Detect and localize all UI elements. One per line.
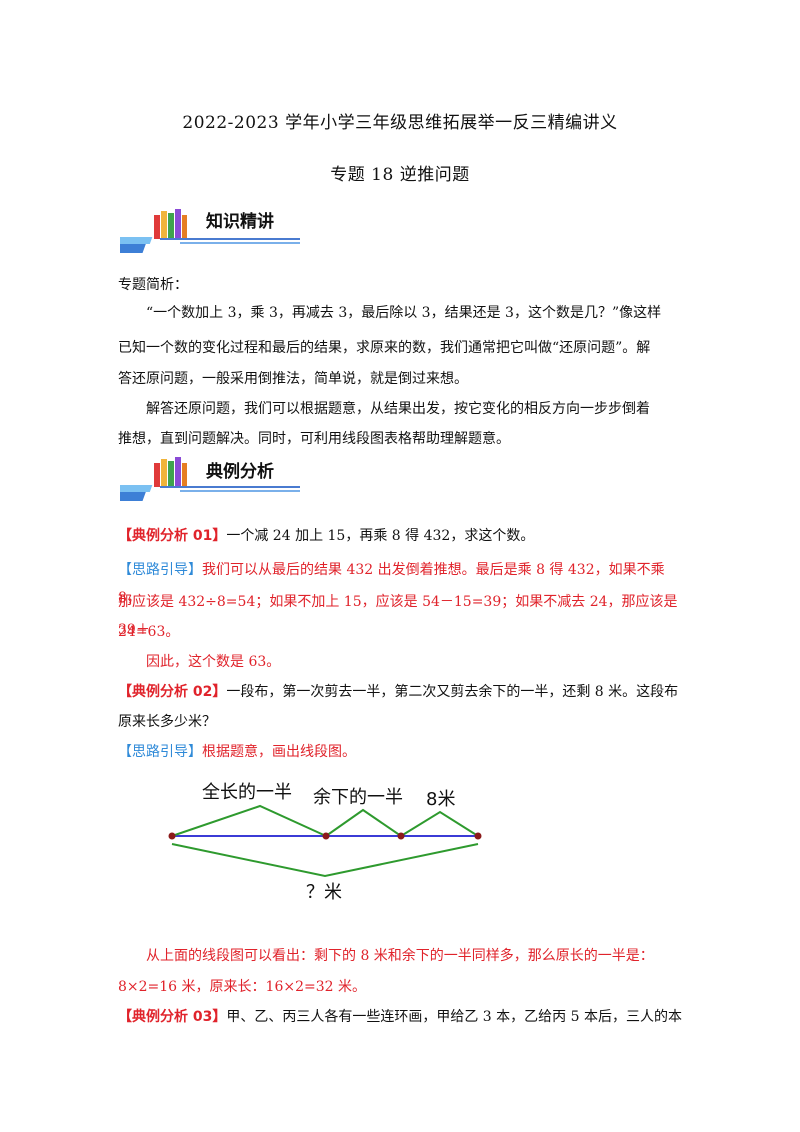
- brace-rest-half: [325, 808, 402, 837]
- label-total: ？米: [306, 882, 342, 903]
- brace-half: [171, 804, 327, 837]
- example-03-text-line-1: 甲、乙、丙三人各有一些连环画，甲给乙 3 本，乙给丙 5 本后，三人的本: [226, 1009, 682, 1025]
- example-03-tag: 【典例分析 03】: [118, 1009, 227, 1025]
- section-title-knowledge: 知识精讲: [206, 212, 274, 232]
- label-rest-half: 余下的一半: [313, 787, 403, 808]
- segment-point: [322, 832, 330, 840]
- example-01-hint-line-2: 那应该是 432÷8=54；如果不加上 15，应该是 54－15=39；如果不减…: [118, 594, 678, 638]
- segment-point: [168, 832, 176, 840]
- intro-line-3: 答还原问题，一般采用倒推法，简单说，就是倒过来想。: [118, 371, 468, 387]
- example-01-hint-line-1: 我们可以从最后的结果 432 出发倒着推想。最后是乘 8 得 432，如果不乘 …: [118, 562, 665, 606]
- example-02-explain-line-1: 从上面的线段图可以看出：剩下的 8 米和余下的一半同样多，那么原长的一半是：: [146, 948, 654, 964]
- example-01-hint-line-3: 24=63。: [118, 624, 180, 640]
- example-01-question: 【典例分析 01】一个减 24 加上 15，再乘 8 得 432，求这个数。: [118, 522, 688, 550]
- example-01-hint: 【思路引导】我们可以从最后的结果 432 出发倒着推想。最后是乘 8 得 432…: [118, 556, 688, 612]
- example-02-hint: 【思路引导】根据题意，画出线段图。: [118, 738, 688, 766]
- section-header-knowledge: 知识精讲: [106, 205, 310, 260]
- label-8m: 8米: [426, 789, 456, 810]
- segment-diagram-svg: [168, 804, 482, 878]
- example-01-text: 一个减 24 加上 15，再乘 8 得 432，求这个数。: [226, 528, 535, 544]
- example-02-text-line-2: 原来长多少米？: [118, 714, 216, 730]
- example-02-text-line-1: 一段布，第一次剪去一半，第二次又剪去余下的一半，还剩 8 米。这段布: [226, 684, 679, 700]
- brace-8m: [400, 810, 479, 837]
- books-icon: [106, 457, 300, 501]
- intro-line-1: “一个数加上 3，乘 3，再减去 3，最后除以 3，结果还是 3，这个数是几？”…: [146, 305, 662, 321]
- intro-line-4: 解答还原问题，我们可以根据题意，从结果出发，按它变化的相反方向一步步倒着: [146, 401, 650, 417]
- segment-point: [397, 832, 405, 840]
- example-02-tag: 【典例分析 02】: [118, 684, 227, 700]
- intro-line-2: 已知一个数的变化过程和最后的结果，求原来的数，我们通常把它叫做“还原问题”。解: [118, 340, 651, 356]
- segment-point: [474, 832, 482, 840]
- example-02-explain-line-2: 8×2=16 米，原来长：16×2=32 米。: [118, 979, 366, 995]
- brace-total: [171, 843, 479, 878]
- example-02-hint-text: 根据题意，画出线段图。: [202, 744, 356, 760]
- example-02-question: 【典例分析 02】一段布，第一次剪去一半，第二次又剪去余下的一半，还剩 8 米。…: [118, 678, 688, 706]
- document-title: 2022-2023 学年小学三年级思维拓展举一反三精编讲义: [182, 113, 618, 133]
- example-02-hint-tag: 【思路引导】: [118, 744, 202, 760]
- intro-line-5: 推想，直到问题解决。同时，可利用线段图表格帮助理解题意。: [118, 431, 510, 447]
- example-01-conclusion: 因此，这个数是 63。: [146, 654, 281, 670]
- document-subtitle: 专题 18 逆推问题: [330, 165, 470, 185]
- line-segment-diagram: 全长的一半 余下的一半 8米 ？米: [160, 770, 500, 910]
- section-header-examples: 典例分析: [106, 453, 310, 508]
- intro-label: 专题简析：: [118, 277, 188, 293]
- example-01-tag: 【典例分析 01】: [118, 528, 227, 544]
- example-03-question: 【典例分析 03】甲、乙、丙三人各有一些连环画，甲给乙 3 本，乙给丙 5 本后…: [118, 1003, 688, 1031]
- section-title-examples: 典例分析: [206, 462, 274, 482]
- example-01-hint-tag: 【思路引导】: [118, 562, 202, 578]
- label-half: 全长的一半: [202, 782, 292, 803]
